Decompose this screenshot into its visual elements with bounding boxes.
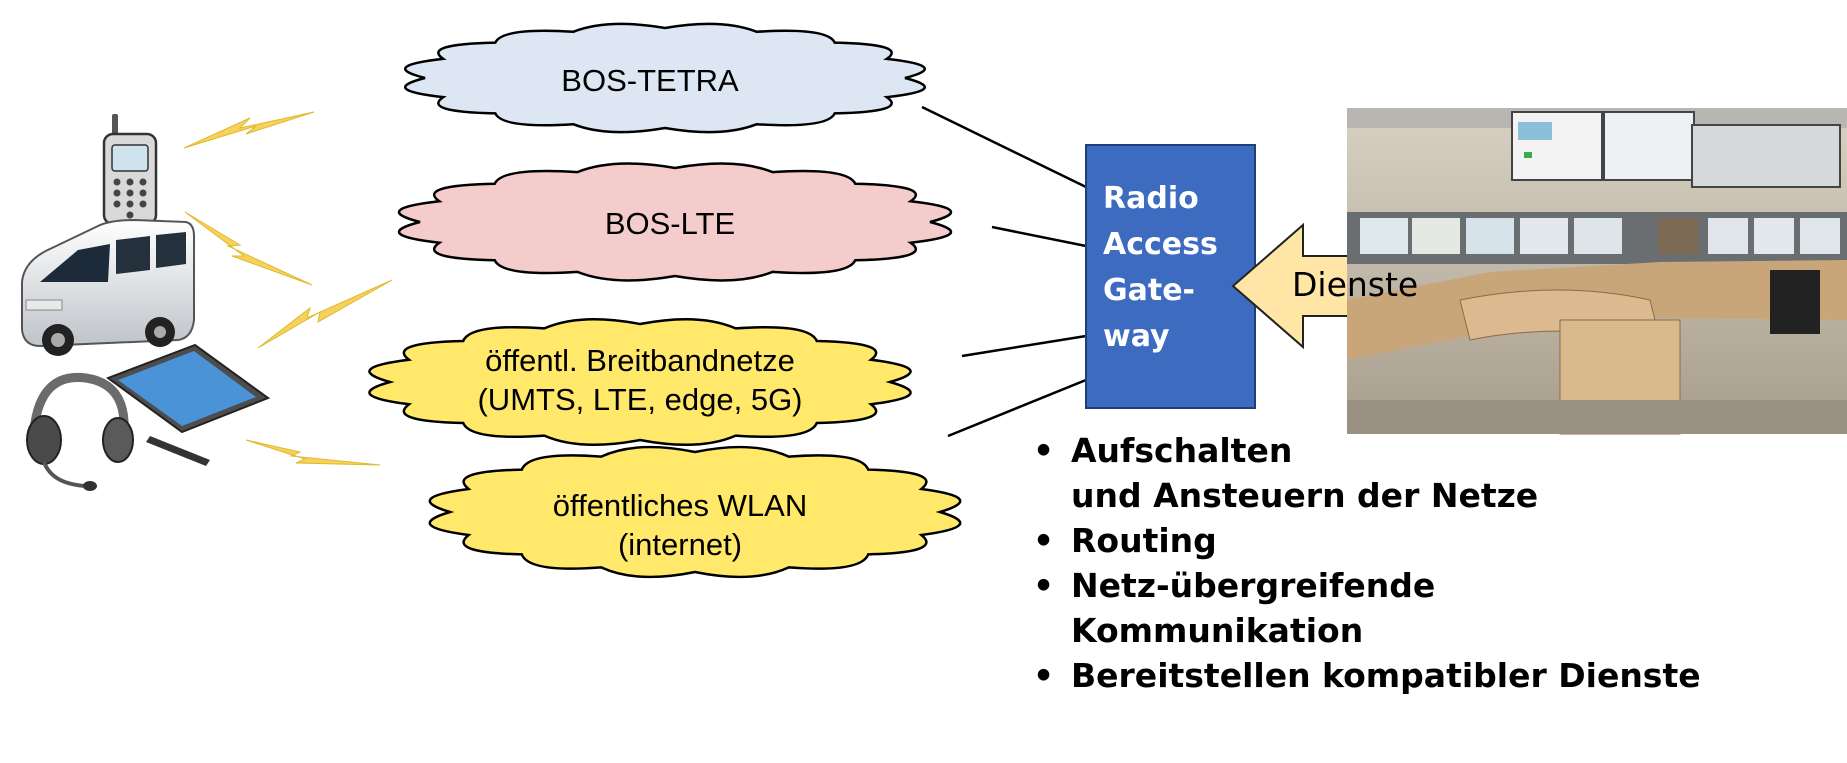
lightning-icon — [184, 211, 313, 286]
cloud-wlan-text-1: öffentliches WLAN — [552, 488, 808, 523]
cloud-bos-lte — [397, 162, 953, 282]
cloud-label-tetra: BOS-TETRA — [520, 61, 780, 100]
lightning-bolts — [183, 111, 393, 466]
mobile-phone-icon — [102, 114, 158, 226]
cloud-shape — [368, 317, 912, 447]
network-links — [921, 105, 1087, 438]
task-text: und Ansteuern der Netze — [1071, 476, 1539, 515]
cloud-public-broadband — [368, 317, 912, 447]
task-text: Kommunikation — [1071, 611, 1364, 650]
cloud-label-broadband: öffentl. Breitbandnetze (UMTS, LTE, edge… — [420, 341, 860, 419]
gateway-line: Radio — [1103, 181, 1199, 216]
cloud-tetra-text: BOS-TETRA — [561, 63, 739, 98]
cloud-wlan-text-2: (internet) — [617, 527, 743, 562]
link-wlan — [947, 378, 1087, 438]
lightning-icon — [183, 111, 315, 149]
task-item: • Bereitstellen kompatibler Dienste — [1033, 653, 1701, 698]
radio-access-gateway-box — [1085, 144, 1256, 409]
bullet: • — [1033, 521, 1055, 560]
cloud-broadband-text-2: (UMTS, LTE, edge, 5G) — [477, 382, 803, 417]
tablet-icon — [105, 343, 271, 466]
headset-icon — [26, 372, 134, 491]
van-icon — [21, 218, 195, 356]
task-text: Aufschalten — [1071, 431, 1293, 470]
cloud-public-wlan — [428, 445, 962, 579]
cloud-shape — [404, 22, 926, 134]
gateway-line: Access — [1103, 227, 1218, 262]
task-text: Bereitstellen kompatibler Dienste — [1071, 656, 1701, 695]
cloud-broadband-text-1: öffentl. Breitbandnetze — [485, 343, 795, 378]
control-room-photo — [1347, 108, 1847, 435]
task-item: • Aufschalten und Ansteuern der Netze — [1033, 428, 1701, 518]
task-text: Netz-übergreifende — [1071, 566, 1436, 605]
cloud-shape — [397, 162, 953, 282]
gateway-line: Gate- — [1103, 273, 1196, 308]
cloud-bos-tetra — [404, 22, 926, 134]
gateway-line: way — [1103, 319, 1170, 354]
gateway-task-list: • Aufschalten und Ansteuern der Netze • Rou… — [1033, 428, 1701, 698]
cloud-lte-text: BOS-LTE — [604, 206, 736, 241]
cloud-shape — [428, 445, 962, 579]
bullet: • — [1033, 656, 1055, 695]
bullet: • — [1033, 431, 1055, 470]
dienste-label: Dienste — [1292, 265, 1419, 304]
link-broadband — [961, 334, 1087, 358]
lightning-icon — [257, 279, 393, 349]
bullet: • — [1033, 566, 1055, 605]
cloud-label-wlan: öffentliches WLAN (internet) — [500, 486, 860, 564]
lightning-icon — [245, 439, 381, 466]
link-tetra — [921, 105, 1087, 189]
cloud-label-lte: BOS-LTE — [570, 204, 770, 243]
gateway-label: Radio Access Gate- way — [1103, 176, 1218, 360]
link-lte — [991, 225, 1087, 248]
task-item: • Routing — [1033, 518, 1701, 563]
task-text: Routing — [1071, 521, 1217, 560]
